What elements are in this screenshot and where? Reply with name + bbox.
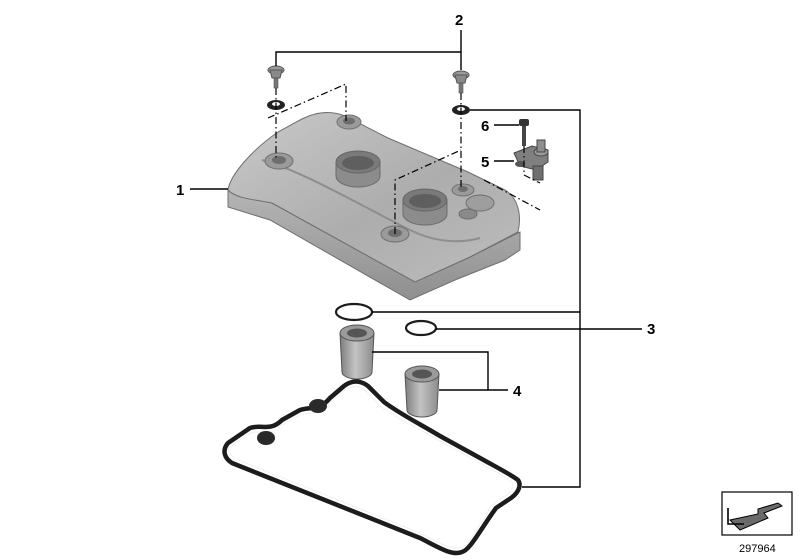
arrow-view-icon: [721, 491, 793, 536]
assembly-axis-lines: [267, 83, 541, 234]
callout-2: 2: [455, 12, 463, 29]
callout-5: 5: [481, 154, 489, 171]
sensor-part: [513, 139, 549, 181]
reference-number: 297964: [739, 543, 776, 555]
leader-lines: [190, 30, 642, 488]
o-ring-upper: [334, 302, 374, 322]
screw-part: [519, 119, 529, 146]
o-ring-lower: [404, 319, 438, 337]
callout-6: 6: [481, 118, 489, 135]
bolt-left: [267, 65, 285, 89]
valve-cover: [227, 112, 521, 301]
callout-4: 4: [513, 383, 522, 400]
callout-1: 1: [176, 182, 184, 199]
tube-seal-left: [339, 324, 375, 380]
cover-gasket: [222, 379, 522, 556]
bolt-right: [452, 70, 470, 94]
tube-seal-right: [404, 365, 440, 418]
callout-3: 3: [647, 321, 655, 338]
